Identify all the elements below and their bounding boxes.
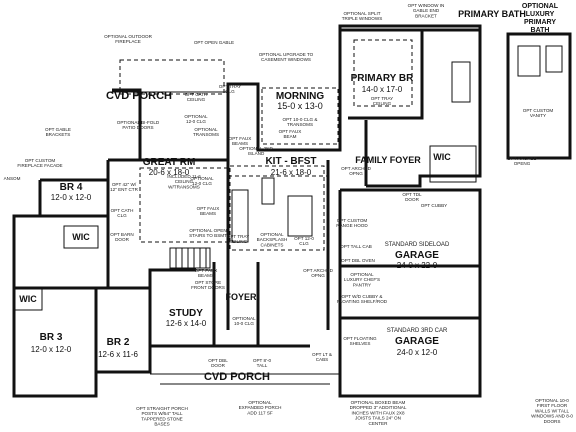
room-primary-br-name: PRIMARY BR <box>351 73 415 84</box>
room-br3-dim: 12-0 x 12-0 <box>31 345 72 354</box>
room-morning-dim: 15-0 x 13-0 <box>277 101 323 111</box>
room-cvd-porch-bottom: CVD PORCH <box>204 371 270 383</box>
room-garage-bottom-dim: 24-0 x 12-0 <box>397 348 438 357</box>
room-wic-primary: WIC <box>433 152 451 162</box>
optional-ceiling-outlines <box>119 39 413 251</box>
room-garage-top-name: GARAGE <box>395 250 439 261</box>
note-opt-ent-center: OPT 42" W/12" ENT CTR <box>110 182 139 192</box>
note-opt-clg-transoms: OPT 10-0 CLG &TRANSOMS <box>283 117 318 127</box>
room-br3-name: BR 3 <box>40 332 63 343</box>
stairs <box>169 247 211 269</box>
room-garage-top-dim: 24-0 x 22-0 <box>397 261 438 270</box>
room-study-name: STUDY <box>169 308 203 319</box>
room-wic-br4: WIC <box>72 232 90 242</box>
walls <box>12 24 572 398</box>
note-opt-cubby: OPT CUBBY <box>421 203 447 208</box>
room-great-rm-dim: 20-6 x 18-0 <box>149 168 190 177</box>
note-opt-dbl-oven: OPT DBL OVEN <box>341 258 375 263</box>
room-kit-bfst-name: KIT - BFST <box>265 156 316 167</box>
room-kit-bfst-dim: 21-6 x 18-0 <box>271 168 312 177</box>
room-foyer: FOYER <box>225 292 257 302</box>
room-br2-name: BR 2 <box>107 337 130 348</box>
note-opt-tall-cab: OPT TALL CAB <box>340 244 372 249</box>
room-labels: CVD PORCH MORNING 15-0 x 13-0 PRIMARY BR… <box>19 9 526 383</box>
note-opt-fireplace-facade-left: ANSOM <box>4 176 21 181</box>
room-cvd-porch-top: CVD PORCH <box>106 90 172 102</box>
garage-bottom-type: STANDARD 3RD CAR <box>387 328 448 334</box>
note-opt-open-gable: OPT OPEN GABLE <box>194 40 234 45</box>
room-morning-name: MORNING <box>276 91 325 102</box>
note-opt-wd-cubby: OPT W/D CUBBY &FLOATING SHELF/ROD <box>337 294 388 304</box>
garage-top-type: STANDARD SIDELOAD <box>385 242 450 248</box>
note-opt-lt-cabs: OPT LT &CABS <box>312 352 332 362</box>
room-br4-name: BR 4 <box>60 182 83 193</box>
room-study-dim: 12-6 x 14-0 <box>166 319 207 328</box>
room-wic-left: WIC <box>19 294 37 304</box>
room-family-foyer: FAMILY FOYER <box>355 155 421 165</box>
room-great-rm-name: GREAT RM <box>143 157 196 168</box>
room-primary-br-dim: 14-0 x 17-0 <box>362 85 403 94</box>
room-garage-bottom-name: GARAGE <box>395 336 439 347</box>
room-br2-dim: 12-6 x 11-6 <box>98 350 138 359</box>
room-primary-bath: PRIMARY BATH <box>458 9 526 19</box>
room-br4-dim: 12-0 x 12-0 <box>51 193 92 202</box>
